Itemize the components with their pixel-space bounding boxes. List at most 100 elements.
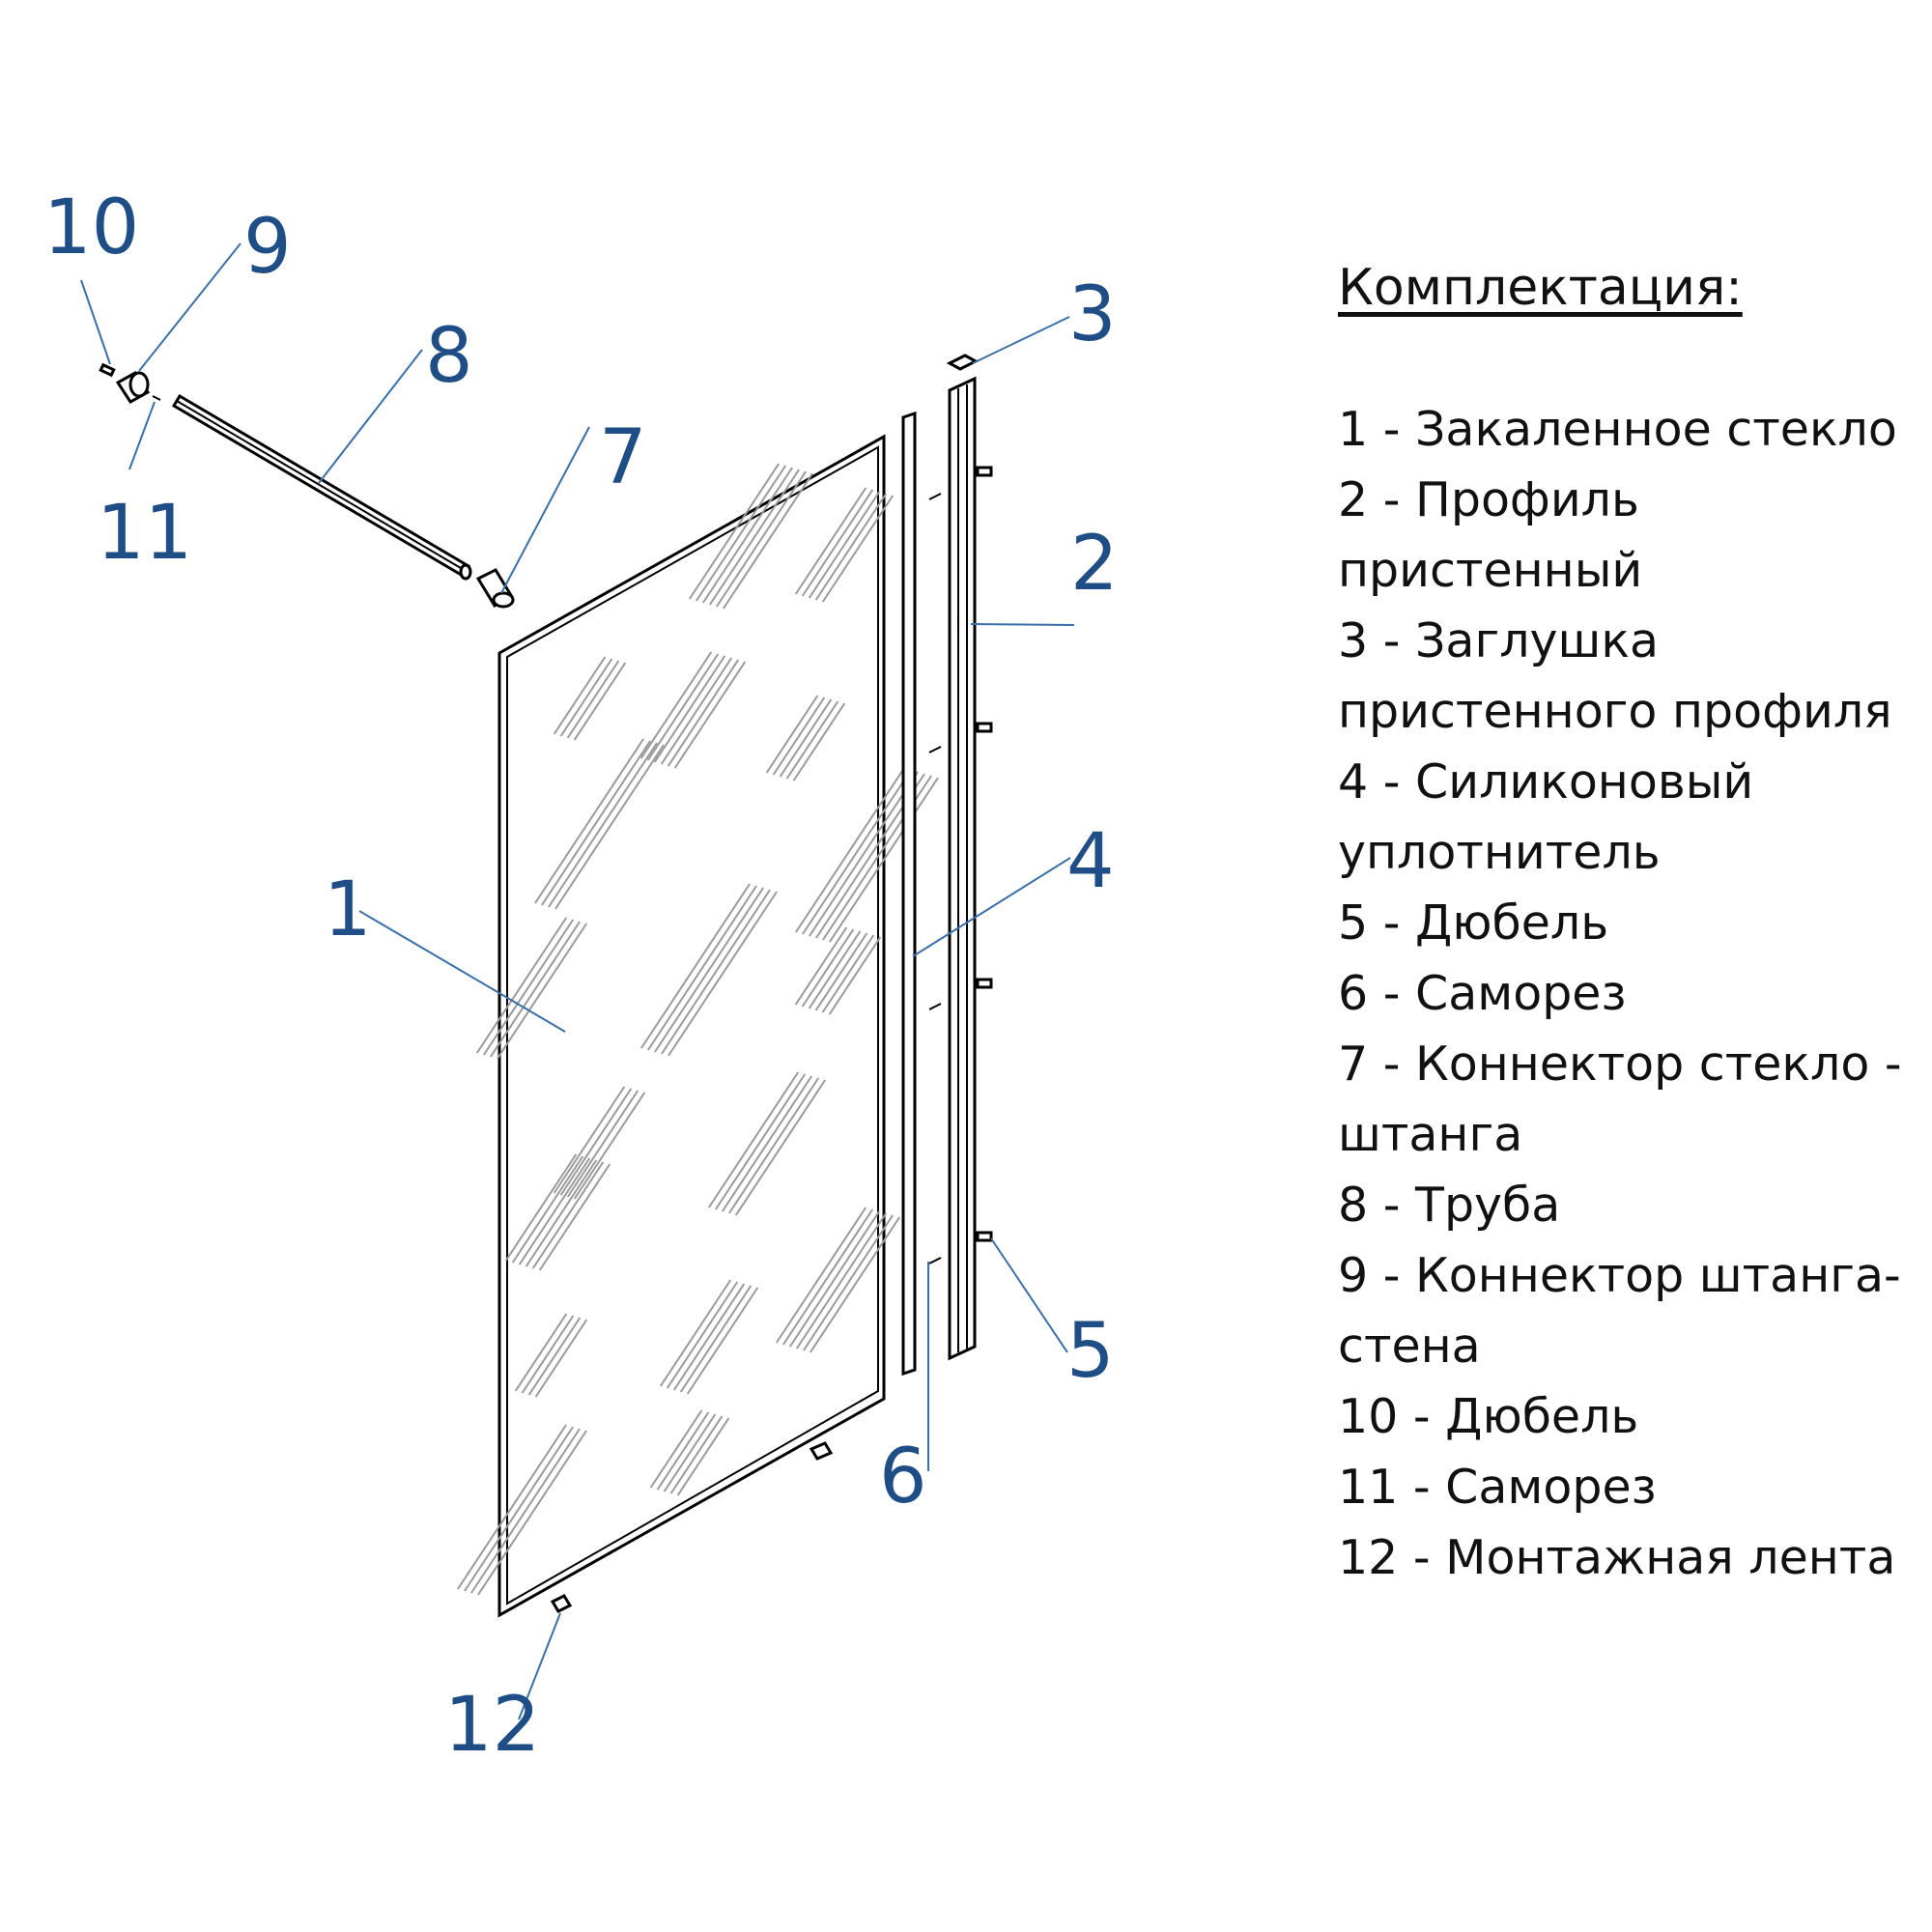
reflection-stroke	[814, 932, 868, 1011]
reflection-stroke	[541, 740, 651, 906]
reflection-stroke	[809, 1216, 901, 1353]
reflection-stroke	[775, 1207, 867, 1344]
legend-item: 10 - Дюбель	[1338, 1389, 1639, 1444]
tempered-glass-panel	[457, 434, 939, 1618]
reflection-stroke	[457, 1424, 567, 1590]
reflection-stroke	[470, 1428, 581, 1594]
reflection-stroke	[821, 495, 895, 603]
reflection-stroke	[518, 1157, 591, 1265]
legend-list: 1 - Закаленное стекло 2 - Профиль присте…	[1338, 394, 1918, 1593]
reflection-stroke	[714, 1073, 807, 1210]
reflection-stroke	[464, 1426, 574, 1592]
reflection-stroke	[489, 921, 582, 1058]
reflection-stroke	[654, 887, 764, 1053]
callout-9: 9	[243, 204, 292, 291]
legend-item: 6 - Саморез	[1338, 966, 1627, 1021]
reflection-stroke	[802, 769, 912, 935]
reflection-stroke	[653, 655, 726, 763]
bar-screw-part	[152, 395, 161, 401]
reflection-stroke	[511, 1155, 584, 1264]
reflection-stroke	[765, 695, 819, 774]
reflection-stroke	[801, 489, 874, 597]
callout-1: 1	[324, 867, 372, 953]
legend-item: 5 - Дюбель	[1338, 895, 1609, 951]
reflection-stroke	[679, 1285, 753, 1393]
reflection-stroke	[814, 493, 888, 601]
reflection-stroke	[708, 469, 801, 606]
legend-title: Комплектация:	[1338, 259, 1743, 317]
callout-4: 4	[1066, 818, 1115, 905]
legend-item: 7 - Коннектор стекло -штанга	[1338, 1037, 1902, 1162]
reflection-stroke	[794, 487, 867, 595]
reflection-stroke	[795, 1212, 888, 1350]
reflection-stroke	[715, 470, 808, 608]
reflection-stroke	[667, 659, 740, 767]
legend-item: 8 - Труба	[1338, 1178, 1561, 1233]
callout-10: 10	[43, 185, 139, 271]
reflection-stroke	[828, 936, 882, 1015]
profile-end-cap	[946, 354, 980, 371]
reflection-stroke	[672, 1283, 746, 1391]
reflection-stroke	[475, 917, 568, 1054]
callout-5: 5	[1066, 1308, 1115, 1395]
reflection-stroke	[772, 696, 826, 776]
reflection-stroke	[566, 1090, 639, 1198]
reflection-stroke	[534, 738, 644, 904]
reflection-stroke	[779, 698, 833, 778]
reflection-stroke	[566, 660, 620, 739]
legend-item: 12 - Монтажная лента	[1338, 1530, 1896, 1585]
callout-2: 2	[1070, 521, 1119, 608]
reflection-stroke	[727, 1077, 820, 1214]
components-legend: Комплектация: 1 - Закаленное стекло 2 - …	[1338, 259, 1918, 1593]
legend-item: 1 - Закаленное стекло	[1338, 402, 1897, 457]
reflection-stroke	[795, 767, 905, 933]
reflection-stroke	[548, 742, 658, 908]
reflection-stroke	[781, 1208, 874, 1346]
reflection-stroke	[801, 928, 855, 1008]
reflection-stroke	[794, 926, 848, 1006]
reflection-stroke	[676, 1417, 730, 1496]
reflection-stroke	[809, 771, 919, 937]
legend-item: 11 - Саморез	[1338, 1460, 1657, 1515]
reflection-stroke	[666, 1281, 739, 1389]
reflection-stroke	[661, 889, 771, 1055]
profile-dowels	[976, 466, 993, 1242]
reflection-stroke	[496, 923, 588, 1060]
reflection-stroke	[785, 700, 839, 780]
reflection-stroke	[646, 653, 720, 761]
reflection-stroke	[477, 1430, 587, 1596]
callout-12: 12	[444, 1682, 540, 1769]
reflection-stroke	[553, 656, 607, 735]
reflection-stroke	[663, 1413, 717, 1492]
legend-item: 9 - Коннектор штанга-стена	[1338, 1248, 1901, 1374]
glass-bar-connector-part	[475, 568, 515, 609]
profile-screws	[928, 493, 942, 1264]
reflection-stroke	[647, 885, 757, 1051]
reflection-stroke	[802, 1214, 895, 1351]
reflection-stroke	[707, 1071, 800, 1208]
reflection-stroke	[669, 1415, 724, 1494]
reflection-stroke	[695, 465, 787, 602]
reflection-stroke	[660, 657, 733, 765]
reflection-stroke	[514, 1313, 568, 1392]
reflection-stroke	[722, 472, 814, 610]
wall-profile-channel	[948, 376, 977, 1361]
reflection-stroke	[821, 934, 875, 1013]
callout-11: 11	[97, 490, 192, 577]
reflection-stroke	[673, 661, 747, 769]
legend-item: 2 - Профиль пристенный	[1338, 472, 1643, 598]
bar-wall-connector-part	[115, 371, 151, 404]
leader-lines	[80, 242, 1075, 1720]
reflection-stroke	[538, 1163, 611, 1271]
reflection-stroke	[701, 467, 794, 604]
callout-7: 7	[599, 414, 647, 501]
reflection-stroke	[808, 491, 881, 599]
reflection-stroke	[559, 1088, 633, 1196]
support-tube	[171, 393, 472, 581]
reflection-stroke	[527, 1317, 582, 1396]
reflection-stroke	[788, 1210, 881, 1348]
reflection-stroke	[659, 1279, 732, 1387]
reflection-stroke	[686, 1287, 759, 1395]
